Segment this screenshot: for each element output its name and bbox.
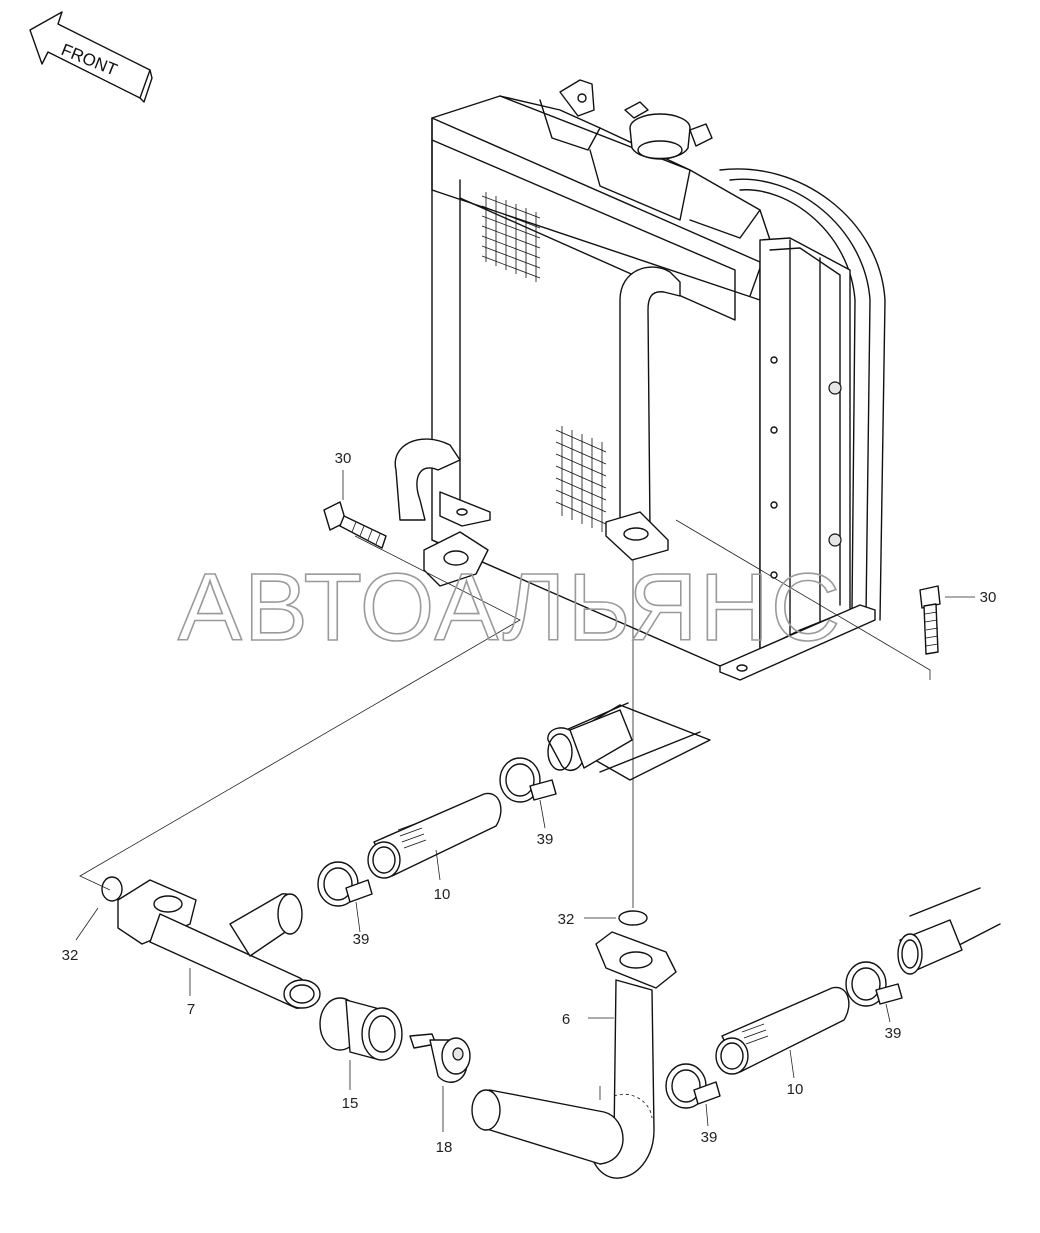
callout-oring-right: 32: [558, 911, 575, 928]
callout-part-18: 18: [436, 1139, 453, 1156]
clamp-lower-1: [845, 961, 903, 1007]
callout-pipe-6: 6: [562, 1011, 570, 1028]
assembly-guide-lines: [79, 519, 931, 1100]
lower-hose-assembly: 39 10 39: [665, 887, 1001, 1146]
watermark-text: АВТОАЛЬЯНС: [178, 554, 842, 661]
part-18: 18: [409, 1033, 471, 1156]
callout-hose-upper: 10: [434, 886, 451, 903]
clamp-lower-2: [665, 1063, 721, 1109]
callout-part-15: 15: [342, 1095, 359, 1112]
part-15: 15: [319, 997, 403, 1112]
hose-upper: [367, 792, 502, 879]
callout-clamp-lower-right: 39: [885, 1025, 902, 1042]
radiator-assembly: [394, 79, 886, 681]
upper-hose-assembly: 39 10 39: [317, 702, 711, 948]
bolt-right: 30: [919, 585, 997, 655]
callout-clamp-lower-left: 39: [701, 1129, 718, 1146]
oring-right: [618, 910, 648, 926]
callout-clamp-upper-left: 39: [353, 931, 370, 948]
callout-hose-lower: 10: [787, 1081, 804, 1098]
callout-pipe-7: 7: [187, 1001, 195, 1018]
pipe-7-assembly: 32 7: [62, 876, 321, 1018]
clamp-upper-2: [317, 861, 373, 907]
front-arrow-icon: FRONT: [29, 11, 153, 103]
callout-oring-left: 32: [62, 947, 79, 964]
bolt-left: 30: [323, 450, 387, 549]
oring-left: [101, 876, 123, 902]
callout-bolt-right: 30: [980, 589, 997, 606]
pipe-6-assembly: 32 6: [471, 910, 677, 1179]
hose-lower: [715, 986, 850, 1075]
callout-bolt-left: 30: [335, 450, 352, 467]
callout-clamp-upper-right: 39: [537, 831, 554, 848]
clamp-upper-1: [499, 757, 557, 803]
